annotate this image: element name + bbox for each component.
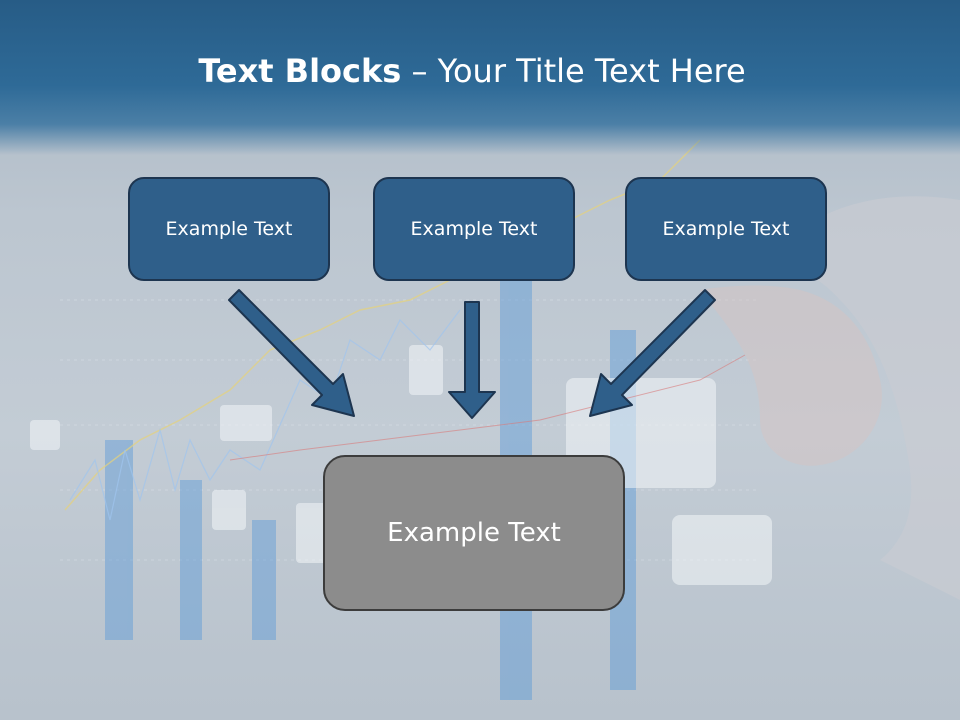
text-block-1-label: Example Text: [165, 218, 293, 240]
text-block-1[interactable]: Example Text: [128, 177, 330, 281]
title-bold-part: Text Blocks: [198, 52, 402, 90]
text-block-3-label: Example Text: [662, 218, 790, 240]
title-rest-part: Your Title Text Here: [437, 52, 746, 90]
target-text-block-label: Example Text: [387, 518, 561, 548]
target-text-block[interactable]: Example Text: [323, 455, 625, 611]
title-bar: Text Blocks – Your Title Text Here: [0, 0, 960, 155]
text-block-3[interactable]: Example Text: [625, 177, 827, 281]
slide-title: Text Blocks – Your Title Text Here: [0, 52, 944, 90]
text-block-2-label: Example Text: [410, 218, 538, 240]
title-dash: –: [401, 52, 438, 90]
text-block-2[interactable]: Example Text: [373, 177, 575, 281]
